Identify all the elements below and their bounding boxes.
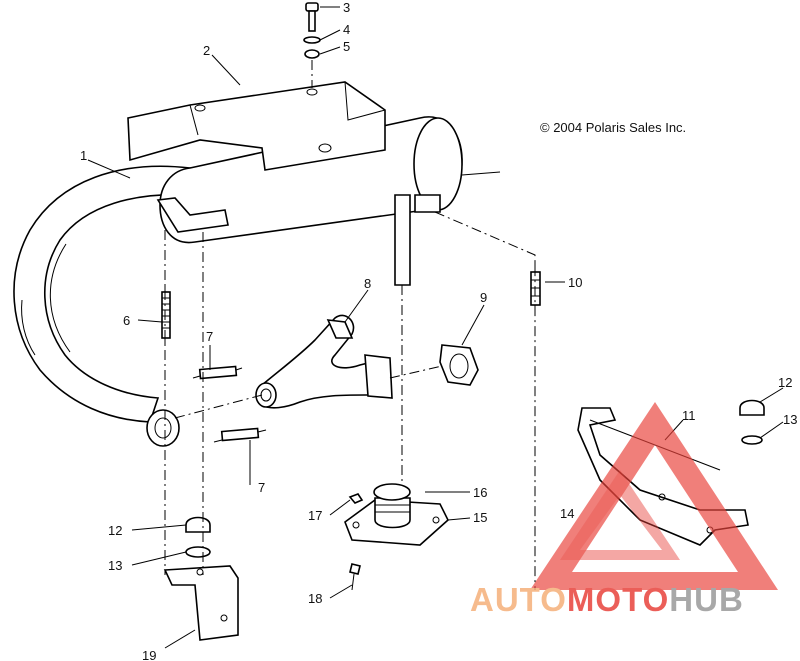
exhaust-pipe — [13, 165, 193, 447]
callout-17: 17 — [308, 508, 322, 523]
y-pipe — [255, 314, 393, 409]
leader-lines — [87, 6, 784, 649]
washer-13-right — [741, 435, 763, 445]
bracket-19 — [163, 565, 239, 641]
callout-18: 18 — [308, 591, 322, 606]
callout-3: 3 — [343, 0, 350, 15]
muffler-bracket — [156, 197, 229, 233]
assembly-lines — [164, 211, 536, 590]
rubber-mount-left — [185, 516, 211, 533]
gasket — [439, 344, 479, 386]
callout-6: 6 — [123, 313, 130, 328]
callout-9: 9 — [480, 290, 487, 305]
callout-5: 5 — [343, 39, 350, 54]
heat-shield — [127, 81, 386, 171]
callout-2: 2 — [203, 43, 210, 58]
watermark-text-moto: MOTO — [567, 581, 669, 618]
callout-7-lower: 7 — [258, 480, 265, 495]
callout-19: 19 — [142, 648, 156, 661]
muffler-body — [159, 116, 501, 286]
washer-13-left — [185, 546, 211, 558]
watermark-text-auto: AUTO — [470, 581, 567, 618]
callout-13-left: 13 — [108, 558, 122, 573]
callout-11: 11 — [682, 408, 696, 423]
callout-10: 10 — [568, 275, 582, 290]
rubber-mount-right — [739, 399, 765, 416]
callout-12-right: 12 — [778, 375, 792, 390]
spring-7-upper — [192, 365, 243, 380]
copyright-text: © 2004 Polaris Sales Inc. — [540, 120, 686, 135]
callout-12-left: 12 — [108, 523, 122, 538]
watermark-text-hub: HUB — [669, 581, 744, 618]
watermark-logo: AUTOMOTOHUB — [470, 402, 778, 618]
watermark-inner-triangle — [560, 470, 680, 560]
callout-13-right: 13 — [783, 412, 797, 427]
callout-16: 16 — [473, 485, 487, 500]
washer-4 — [303, 36, 321, 44]
callout-4: 4 — [343, 22, 350, 37]
bolt-18 — [349, 563, 361, 591]
callout-15: 15 — [473, 510, 487, 525]
svg-text:AUTOMOTOHUB: AUTOMOTOHUB — [470, 581, 744, 618]
spring-6 — [161, 285, 171, 345]
clip-17 — [348, 493, 364, 504]
callout-7-upper: 7 — [206, 329, 213, 344]
bolt — [305, 2, 319, 32]
callout-1: 1 — [80, 148, 87, 163]
watermark-triangle — [530, 402, 778, 590]
callout-14: 14 — [560, 506, 574, 521]
washer-5 — [304, 49, 320, 59]
callout-8: 8 — [364, 276, 371, 291]
grommet — [373, 483, 411, 529]
spring-7-lower — [213, 427, 267, 443]
